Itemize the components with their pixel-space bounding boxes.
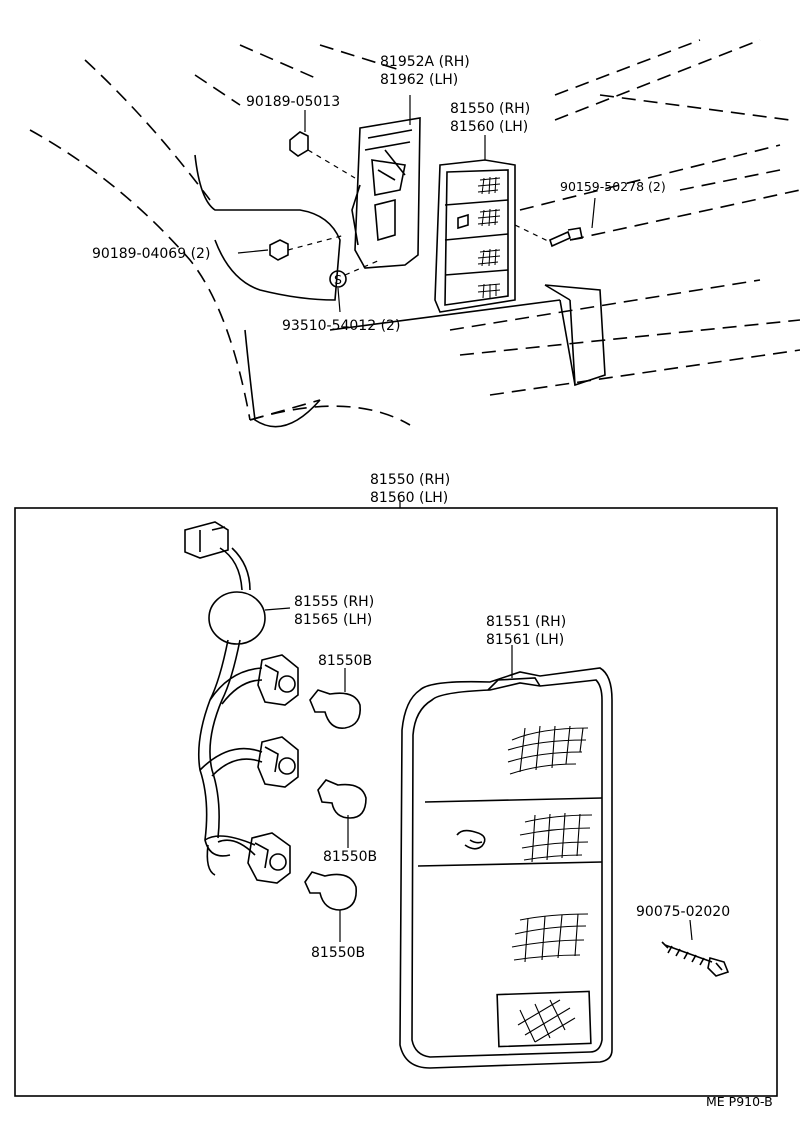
nut-s-mark: S — [334, 272, 342, 287]
label-81551: 81551 (RH) — [486, 614, 566, 630]
bulb-3 — [304, 871, 357, 911]
label-bulb-1: 81550B — [318, 653, 372, 669]
clip-90189-04069 — [269, 239, 289, 261]
label-bulb-3: 81550B — [311, 945, 365, 961]
label-81555: 81555 (RH) — [294, 594, 374, 610]
fender-edge — [244, 329, 321, 428]
assembly-box — [14, 507, 778, 1097]
label-81565: 81565 (LH) — [294, 612, 372, 628]
label-81962: 81962 (LH) — [380, 72, 458, 88]
vehicle-body-outline — [29, 39, 800, 426]
label-90189-05013: 90189-05013 — [246, 94, 340, 110]
tail-lamp-lens-81551 — [399, 667, 613, 1069]
dash-leaders-top — [287, 149, 551, 276]
bulb-2 — [317, 779, 367, 819]
label-81550-rh-top: 81550 (RH) — [450, 101, 530, 117]
screw-90159 — [549, 227, 583, 248]
socket-2 — [257, 736, 299, 788]
label-81561: 81561 (LH) — [486, 632, 564, 648]
label-bulb-2: 81550B — [323, 849, 377, 865]
rear-bumper — [329, 284, 606, 387]
label-81952a: 81952A (RH) — [380, 54, 470, 70]
label-90189-04069: 90189-04069 (2) — [92, 246, 210, 262]
leader-lines-top — [237, 95, 596, 313]
label-90075: 90075-02020 — [636, 904, 730, 920]
label-81550-rh-box: 81550 (RH) — [370, 472, 450, 488]
label-90159: 90159-50278 (2) — [560, 179, 666, 194]
lamp-housing-81952a — [351, 117, 421, 269]
label-81560-lh-box: 81560 (LH) — [370, 490, 448, 506]
socket-1 — [257, 654, 299, 706]
wire-harness-81555 — [184, 521, 266, 876]
tail-lamp-assembly-top — [434, 159, 516, 313]
rear-fender — [194, 154, 341, 301]
socket-3 — [247, 832, 291, 884]
callout-labels: 81952A (RH) 81962 (LH) 90189-05013 81550… — [92, 54, 773, 1109]
clip-90189-05013 — [289, 131, 309, 157]
screw-90075 — [661, 941, 730, 977]
label-93510: 93510-54012 (2) — [282, 318, 400, 334]
leader-lines-bottom — [264, 607, 693, 942]
bulb-1 — [309, 689, 362, 729]
nut-93510 — [329, 270, 347, 288]
label-81560-lh-top: 81560 (LH) — [450, 119, 528, 135]
footer-code: ME P910-B — [706, 1094, 773, 1109]
